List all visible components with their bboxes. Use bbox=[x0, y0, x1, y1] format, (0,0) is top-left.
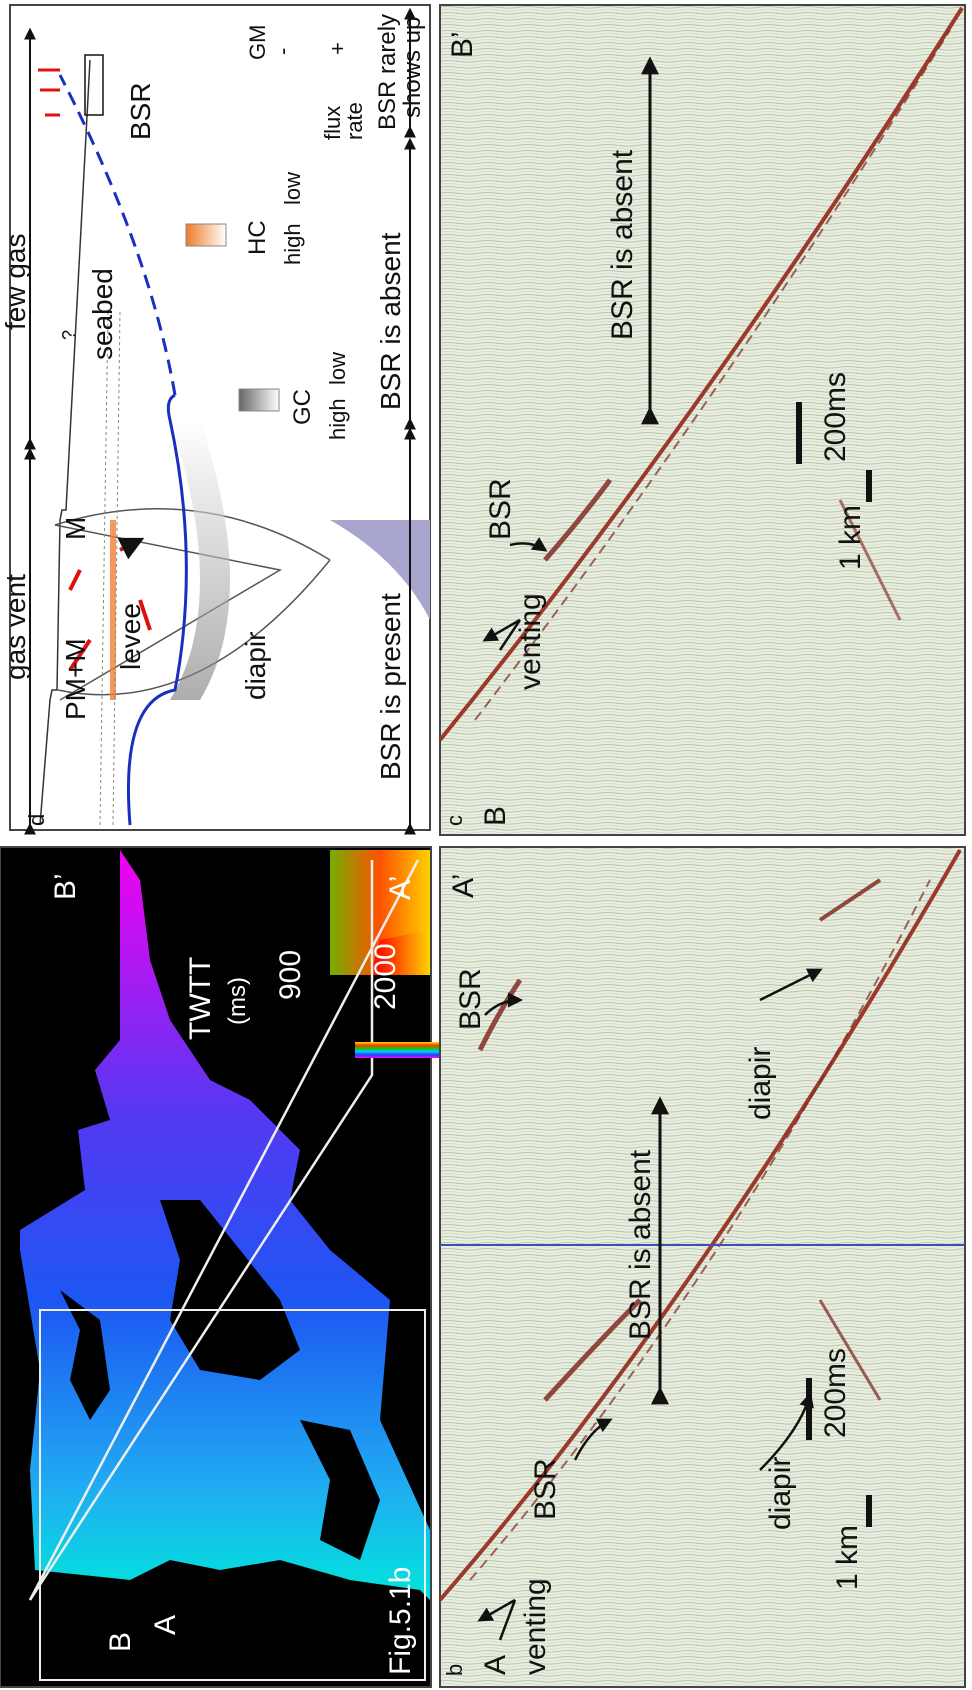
gm-legend-box bbox=[84, 54, 104, 116]
panel-c-scale-time bbox=[796, 402, 802, 464]
panel-b-bsr-1: BSR bbox=[529, 1458, 562, 1520]
panel-b-diapir-1: diapir bbox=[764, 1457, 797, 1530]
panel-d-frame bbox=[9, 4, 431, 831]
panel-c-bsr: BSR bbox=[484, 478, 517, 540]
gc-label: GC bbox=[289, 389, 316, 425]
seabed-label: seabed bbox=[87, 268, 118, 360]
hc-label: HC bbox=[244, 220, 271, 255]
fig-ref-box bbox=[39, 1309, 426, 1681]
panel-b-diapir-2: diapir bbox=[744, 1047, 777, 1120]
diagram-bsr-label: BSR bbox=[125, 82, 156, 140]
panel-b-seabed bbox=[438, 848, 962, 1602]
bsr-present-label: BSR is present bbox=[375, 593, 406, 780]
panel-b-venting: venting bbox=[519, 1578, 552, 1675]
panel-b-scale-dist bbox=[866, 1495, 872, 1527]
section-line-aa bbox=[28, 860, 374, 1601]
bsr-rarely-label-1: BSR rarely bbox=[374, 14, 401, 130]
panel-a-tag: a bbox=[2, 1660, 27, 1673]
panel-c-bsr-absent: BSR is absent bbox=[606, 149, 639, 340]
panel-c-end-b-prime: B’ bbox=[446, 31, 479, 58]
panel-d: d gas vent few gas seabed BSR PM+M M lev… bbox=[0, 4, 431, 835]
hc-legend-bar bbox=[185, 223, 227, 247]
gc-high-label: high bbox=[325, 398, 350, 440]
pm-m-label: PM+M bbox=[60, 638, 91, 720]
legend-title: TWTT bbox=[184, 957, 217, 1040]
panel-c-scale-dist bbox=[866, 470, 872, 502]
panel-a-end-a-prime: A’ bbox=[384, 876, 417, 900]
panel-a-fig-ref: Fig.5.1b bbox=[384, 1567, 417, 1675]
panel-c-scale-dist-label: 1 km bbox=[834, 505, 867, 570]
panel-b-end-a-prime: A’ bbox=[447, 874, 480, 898]
diagram-levee bbox=[110, 520, 116, 700]
panel-a-end-b-prime: B’ bbox=[49, 873, 82, 900]
panel-c-end-b: B bbox=[479, 806, 512, 826]
diapir-label: diapir bbox=[240, 632, 271, 700]
panel-b-bsr-2: BSR bbox=[454, 968, 487, 1030]
gm-label: GM bbox=[245, 25, 270, 60]
diagram-seabed bbox=[39, 59, 91, 826]
panel-b-tag: b bbox=[442, 1664, 467, 1676]
panel-a: a B A Fig.5.1b B’ A’ TWTT (ms) 900 2000 bbox=[0, 846, 441, 1688]
panel-b: b A A’ venting BSR BSR BSR is absent dia… bbox=[438, 846, 966, 1688]
section-line-bb bbox=[28, 859, 420, 1601]
diagram-bsr-dashed bbox=[58, 74, 177, 396]
panel-c-venting: venting bbox=[514, 593, 547, 690]
hc-high-label: high bbox=[280, 223, 305, 265]
legend-max: 2000 bbox=[369, 943, 402, 1010]
legend-min: 900 bbox=[274, 950, 307, 1000]
panel-b-end-a: A bbox=[479, 1655, 512, 1675]
few-gas-label: few gas bbox=[0, 234, 31, 331]
bsr-rarely-label-2: shows up bbox=[399, 17, 426, 118]
panel-c: c B B’ venting BSR BSR is absent 200ms 1… bbox=[438, 4, 966, 836]
legend-unit: (ms) bbox=[224, 977, 251, 1025]
gm-minus: - bbox=[270, 48, 295, 55]
gc-legend-bar bbox=[238, 388, 280, 412]
panel-b-scale-dist-label: 1 km bbox=[831, 1525, 864, 1590]
levee-label: levee bbox=[115, 603, 146, 670]
panel-c-tag: c bbox=[442, 815, 467, 826]
panel-b-bsr-absent: BSR is absent bbox=[624, 1149, 657, 1340]
question-mark: ? bbox=[59, 330, 79, 340]
gm-plus: + bbox=[325, 42, 350, 55]
flux-label-2: rate bbox=[342, 102, 367, 140]
diagram-bsr-solid bbox=[126, 393, 188, 826]
flux-label-1: flux bbox=[320, 106, 345, 140]
panel-c-frame bbox=[439, 4, 966, 836]
panel-a-end-b: B bbox=[104, 1632, 137, 1652]
panel-c-scale-time-label: 200ms bbox=[819, 372, 852, 462]
twtt-colorbar bbox=[355, 1042, 441, 1058]
m-label: M bbox=[60, 517, 91, 540]
bsr-absent-label: BSR is absent bbox=[375, 232, 406, 410]
gc-low-label: low bbox=[325, 352, 350, 385]
gas-vent-label: gas vent bbox=[0, 574, 31, 680]
panel-c-seabed bbox=[438, 6, 964, 742]
panel-b-scale-time-label: 200ms bbox=[819, 1348, 852, 1438]
panel-d-tag: d bbox=[24, 814, 49, 826]
hc-low-label: low bbox=[280, 172, 305, 205]
panel-b-scale-time bbox=[806, 1378, 812, 1440]
panel-a-end-a: A bbox=[149, 1615, 182, 1635]
